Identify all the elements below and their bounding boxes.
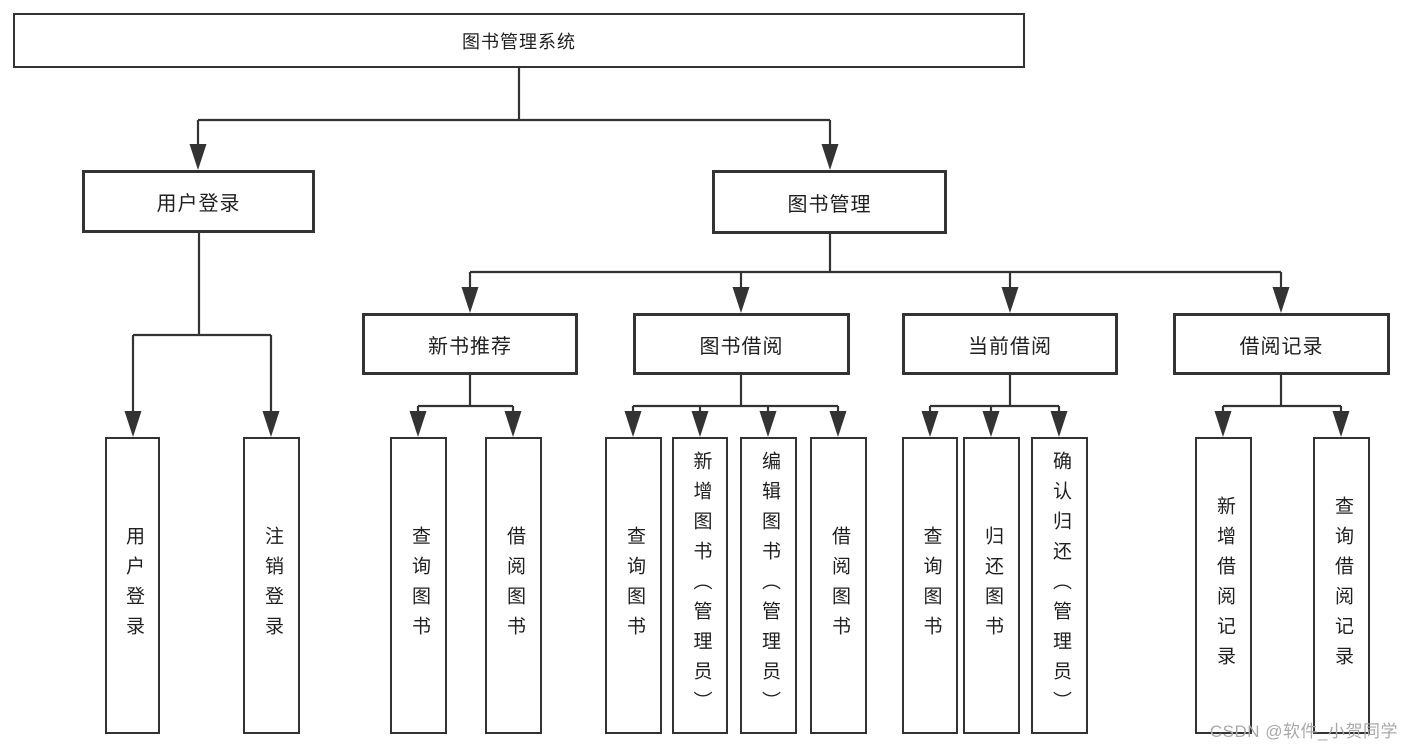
node-label: 新书推荐 <box>428 335 512 358</box>
node-label: 确认归还（管理员） <box>1049 450 1071 721</box>
node-label: 新增图书（管理员） <box>690 450 712 721</box>
node-book-borrowing: 图书借阅 <box>633 313 850 375</box>
leaf-borrow-books-borrowing: 借阅图书 <box>810 437 867 734</box>
node-label: 图书管理 <box>787 193 872 216</box>
leaf-borrow-books-recommend: 借阅图书 <box>485 437 542 734</box>
arrowhead-icon-user-login-1 <box>262 411 280 437</box>
node-book-management: 图书管理 <box>712 170 947 234</box>
node-label: 查询借阅记录 <box>1331 495 1353 676</box>
node-label: 编辑图书（管理员） <box>758 450 780 721</box>
node-library-management-system: 图书管理系统 <box>13 13 1025 68</box>
node-label: 查询图书 <box>920 525 942 646</box>
arrowhead-icon-current-borrow-0 <box>921 411 939 437</box>
arrowhead-icon-book-mgmt-1 <box>732 287 750 313</box>
arrowhead-icon-book-borrow-0 <box>624 411 642 437</box>
leaf-user-login: 用户登录 <box>105 437 160 734</box>
arrowhead-icon-book-mgmt-3 <box>1272 287 1290 313</box>
leaf-add-books-admin: 新增图书（管理员） <box>672 437 728 734</box>
node-label: 注销登录 <box>261 525 283 646</box>
arrowhead-icon-new-book-rec-0 <box>409 411 427 437</box>
leaf-edit-books-admin: 编辑图书（管理员） <box>740 437 797 734</box>
arrowhead-icon-user-login-0 <box>124 411 142 437</box>
leaf-query-borrow-record: 查询借阅记录 <box>1313 437 1370 734</box>
arrowhead-icon-root-0 <box>189 144 207 170</box>
arrowhead-icon-borrow-record-1 <box>1332 411 1350 437</box>
leaf-return-books: 归还图书 <box>963 437 1020 734</box>
node-borrowing-records: 借阅记录 <box>1173 313 1390 375</box>
node-new-book-recommend: 新书推荐 <box>362 313 578 375</box>
node-current-borrowing: 当前借阅 <box>902 313 1118 375</box>
node-label: 查询图书 <box>623 525 645 646</box>
node-label: 用户登录 <box>122 525 144 646</box>
node-label: 图书借阅 <box>699 335 784 358</box>
node-user-login: 用户登录 <box>82 170 315 233</box>
arrowhead-icon-book-mgmt-0 <box>461 287 479 313</box>
arrowhead-icon-book-mgmt-2 <box>1001 287 1019 313</box>
leaf-add-borrow-record: 新增借阅记录 <box>1195 437 1252 734</box>
node-label: 归还图书 <box>981 525 1003 646</box>
leaf-query-books-borrowing: 查询图书 <box>605 437 662 734</box>
leaf-query-books-recommend: 查询图书 <box>390 437 447 734</box>
leaf-query-books-current: 查询图书 <box>902 437 958 734</box>
arrowhead-icon-current-borrow-1 <box>982 411 1000 437</box>
node-label: 借阅图书 <box>828 525 850 646</box>
node-label: 查询图书 <box>408 525 430 646</box>
arrowhead-icon-book-borrow-1 <box>691 411 709 437</box>
node-label: 图书管理系统 <box>462 31 576 52</box>
node-label: 用户登录 <box>156 193 241 215</box>
arrowhead-icon-new-book-rec-1 <box>504 411 522 437</box>
node-label: 当前借阅 <box>968 335 1052 358</box>
node-label: 借阅图书 <box>503 525 525 646</box>
leaf-logout: 注销登录 <box>243 437 300 734</box>
arrowhead-icon-root-1 <box>821 144 839 170</box>
arrowhead-icon-book-borrow-3 <box>829 411 847 437</box>
leaf-confirm-return-admin: 确认归还（管理员） <box>1031 437 1088 734</box>
arrowhead-icon-borrow-record-0 <box>1214 411 1232 437</box>
arrowhead-icon-book-borrow-2 <box>759 411 777 437</box>
node-label: 新增借阅记录 <box>1213 495 1235 676</box>
arrowhead-icon-current-borrow-2 <box>1050 411 1068 437</box>
csdn-watermark: CSDN @软件_小贺同学 <box>1209 722 1398 741</box>
node-label: 借阅记录 <box>1239 335 1324 358</box>
